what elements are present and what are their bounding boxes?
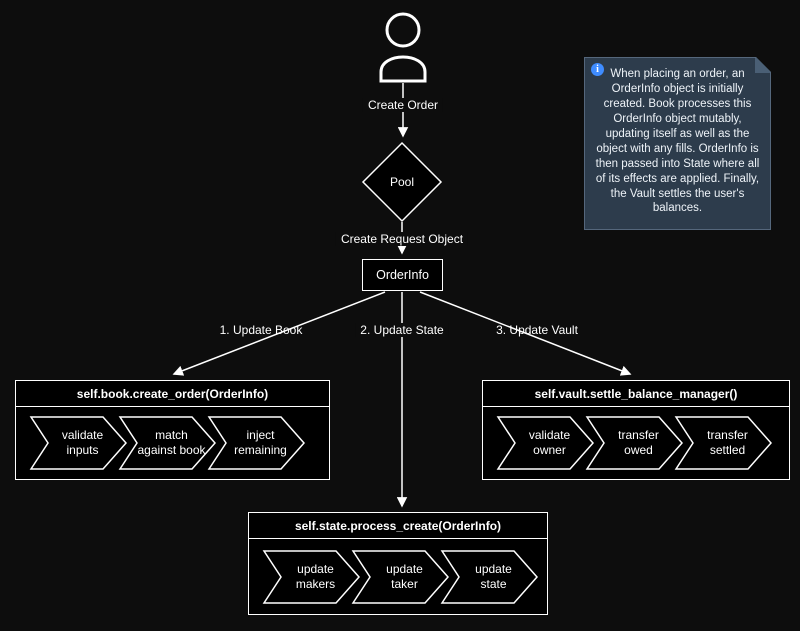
step-line2: taker [391,576,418,591]
step-chevron-match-against-book: match against book [118,415,218,471]
book-subprocess-box: self.book.create_order(OrderInfo) valida… [15,380,330,480]
step-chevron-validate-inputs: validate inputs [29,415,129,471]
state-steps: update makers update taker update [249,539,547,614]
state-box-title: self.state.process_create(OrderInfo) [249,513,547,539]
vault-box-title: self.vault.settle_balance_manager() [483,381,789,407]
step-chevron-inject-remaining: inject remaining [207,415,307,471]
state-subprocess-box: self.state.process_create(OrderInfo) upd… [248,512,548,615]
step-line1: transfer [618,428,659,442]
step-chevron-validate-owner: validate owner [496,415,596,471]
step-line1: inject [246,428,275,442]
step-line1: transfer [707,428,748,442]
update-vault-edge-label: 3. Update Vault [496,323,578,337]
chevron-shape [29,416,128,470]
chevron-shape [674,416,773,470]
step-line1: update [386,561,423,576]
vault-subprocess-box: self.vault.settle_balance_manager() vali… [482,380,790,480]
chevron-shape [440,549,539,604]
step-line2: owner [533,443,566,457]
update-book-edge-label: 1. Update Book [219,323,303,337]
create-request-label: Create Request Object [335,232,469,246]
step-line1: update [475,561,512,576]
chevron-shape [351,549,450,604]
info-icon [591,63,604,76]
create-order-label: Create Order [362,98,444,112]
orderinfo-label: OrderInfo [376,268,429,282]
step-line2: makers [295,576,336,591]
pool-diamond [361,141,443,223]
edge-orderinfo-to-book [172,291,386,376]
orderinfo-node: OrderInfo [362,259,443,291]
step-chevron-transfer-settled: transfer settled [674,415,774,471]
step-line1: match [155,428,188,442]
step-line1: update [297,561,334,576]
step-line2: owed [624,443,653,457]
edge-orderinfo-to-vault [419,291,632,376]
update-state-edge-label: 2. Update State [355,323,449,337]
book-steps: validate inputs match against book inj [16,407,329,479]
step-chevron-transfer-owed: transfer owed [585,415,685,471]
step-line2: inputs [66,443,99,457]
step-chevron-update-state: update state [440,549,540,605]
chevron-shape [207,416,306,470]
chevron-shape [585,416,684,470]
note-text: When placing an order, an OrderInfo obje… [595,68,760,215]
step-line2: against book [137,443,206,457]
step-chevron-update-taker: update taker [351,549,451,605]
step-line1: validate [528,428,571,442]
chevron-shape [118,416,217,470]
actor-icon [379,12,427,83]
step-line1: validate [61,428,104,442]
chevron-shape [496,416,595,470]
vault-steps: validate owner transfer owed transfer [483,407,789,479]
annotation-note: When placing an order, an OrderInfo obje… [584,57,771,230]
step-chevron-update-makers: update makers [262,549,362,605]
step-line2: settled [709,443,746,457]
step-line2: state [480,576,507,591]
step-line2: remaining [234,443,287,457]
chevron-shape [262,549,361,604]
book-box-title: self.book.create_order(OrderInfo) [16,381,329,407]
pool-label: Pool [389,175,415,189]
